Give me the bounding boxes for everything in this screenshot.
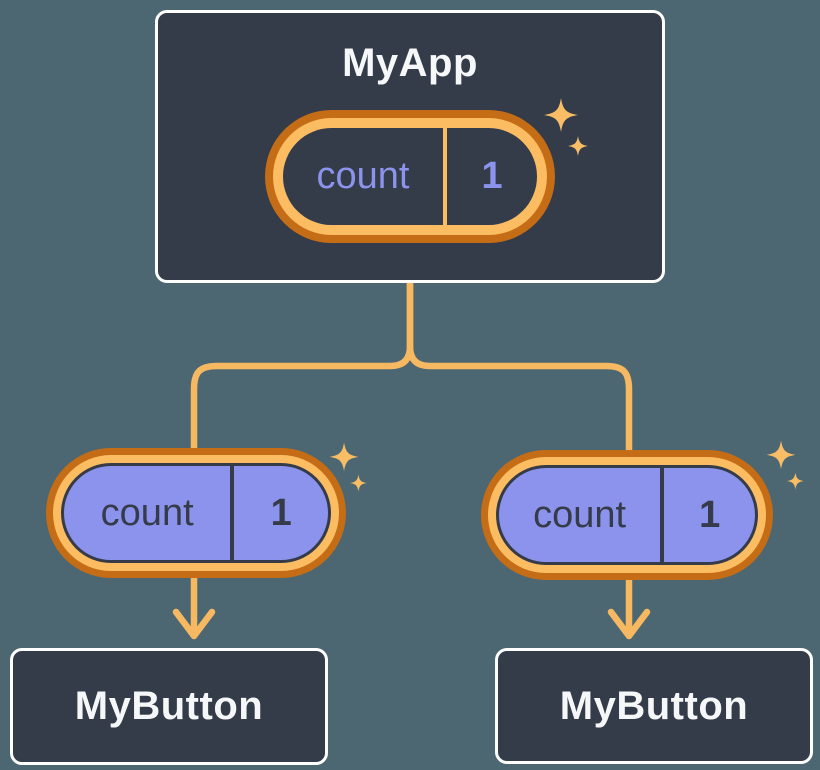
state-pill-inner-ring: count 1 xyxy=(273,118,547,235)
pill-divider xyxy=(660,468,665,562)
state-pill-body: count 1 xyxy=(283,128,537,225)
props-pill-body: count 1 xyxy=(61,463,331,563)
prop-name: count xyxy=(533,493,627,536)
props-pill-right: count 1 xyxy=(481,450,773,580)
component-label: MyButton xyxy=(559,683,749,728)
prop-value: 1 xyxy=(699,493,721,536)
component-label: MyButton xyxy=(74,684,264,728)
component-node-mybutton-left: MyButton xyxy=(10,648,328,765)
props-pill-outer-ring: count 1 xyxy=(46,448,346,578)
state-pill-outer-ring: count 1 xyxy=(265,110,555,243)
state-value: 1 xyxy=(481,155,503,197)
prop-name: count xyxy=(100,491,194,534)
component-node-mybutton-right: MyButton xyxy=(495,648,813,764)
prop-value: 1 xyxy=(270,491,292,534)
state-pill: count 1 xyxy=(265,110,555,243)
pill-divider xyxy=(443,128,448,225)
props-pill-inner-ring: count 1 xyxy=(488,457,766,573)
arrowhead-left-icon xyxy=(172,608,216,640)
component-label: MyApp xyxy=(342,41,478,85)
props-pill-outer-ring: count 1 xyxy=(481,450,773,580)
arrowhead-right-icon xyxy=(607,608,651,640)
props-pill-left: count 1 xyxy=(46,448,346,578)
props-pill-inner-ring: count 1 xyxy=(53,455,339,571)
state-name: count xyxy=(316,155,410,197)
props-pill-body: count 1 xyxy=(496,465,758,565)
